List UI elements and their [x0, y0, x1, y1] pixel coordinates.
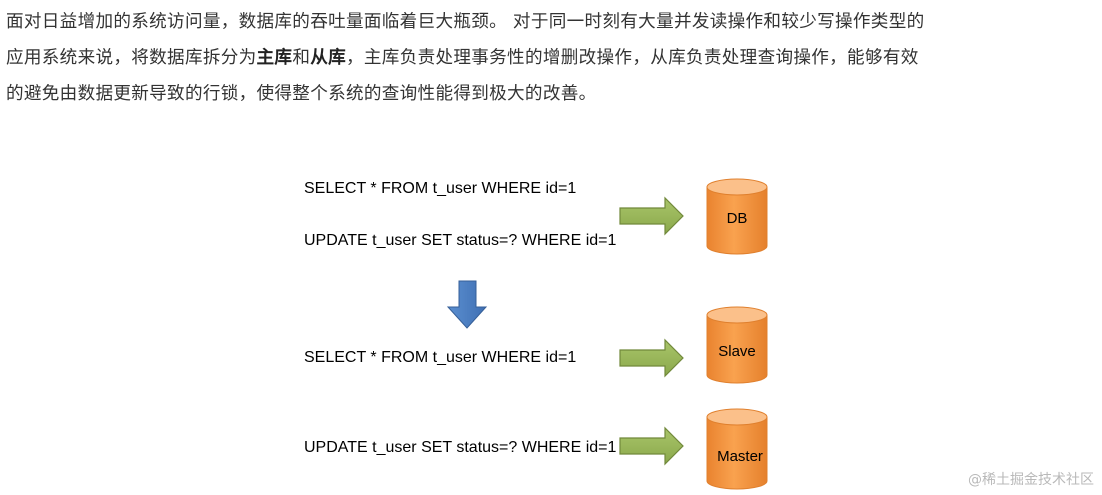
slave-label: Slave [718, 343, 756, 360]
bottom-update-sql: UPDATE t_user SET status=? WHERE id=1 [304, 439, 617, 456]
database-cylinder-db [706, 178, 768, 255]
arrow-right-icon [619, 426, 684, 466]
term-slave-db: 从库 [310, 48, 347, 68]
arrow-down-icon [446, 280, 488, 329]
paragraph-line-2: 应用系统来说，将数据库拆分为主库和从库，主库负责处理事务性的增删改操作，从库负责… [6, 40, 1098, 76]
db-label: DB [727, 210, 748, 227]
line2-text-post: ，主库负责处理事务性的增删改操作，从库负责处理查询操作，能够有效 [346, 48, 919, 68]
top-update-sql: UPDATE t_user SET status=? WHERE id=1 [304, 232, 617, 249]
database-cylinder-master [706, 408, 768, 490]
top-select-sql: SELECT * FROM t_user WHERE id=1 [304, 180, 577, 197]
line2-text-pre: 应用系统来说，将数据库拆分为 [6, 48, 257, 68]
master-label: Master [717, 448, 763, 465]
paragraph-line-3: 的避免由数据更新导致的行锁，使得整个系统的查询性能得到极大的改善。 [6, 84, 597, 104]
database-cylinder-slave [706, 306, 768, 384]
bottom-select-sql: SELECT * FROM t_user WHERE id=1 [304, 349, 577, 366]
arrow-right-icon [619, 338, 684, 378]
watermark: @稀土掘金技术社区 [968, 472, 1094, 488]
paragraph-line-1: 面对日益增加的系统访问量，数据库的吞吐量面临着巨大瓶颈。 对于同一时刻有大量并发… [6, 12, 925, 32]
line2-text-mid: 和 [292, 48, 311, 68]
intro-paragraph: 面对日益增加的系统访问量，数据库的吞吐量面临着巨大瓶颈。 对于同一时刻有大量并发… [6, 4, 1098, 112]
term-master-db: 主库 [256, 48, 293, 68]
arrow-right-icon [619, 196, 684, 236]
